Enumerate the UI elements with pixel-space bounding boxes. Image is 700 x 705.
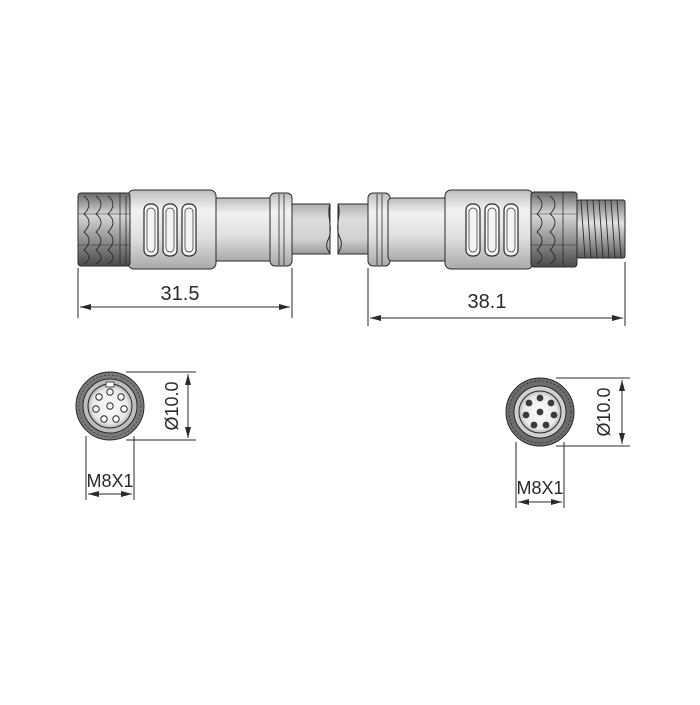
female-strain-relief — [211, 197, 275, 262]
male-grip-slot — [503, 203, 519, 257]
male-pin — [547, 399, 555, 407]
male-front-view: Ø10.0 M8X1 — [505, 377, 630, 508]
female-front-view: Ø10.0 M8X1 — [75, 371, 196, 500]
female-thread-label: M8X1 — [86, 471, 133, 491]
male-pin — [550, 411, 558, 419]
male-hex-nut — [530, 191, 578, 268]
male-pin — [536, 408, 544, 416]
female-grip-slot — [181, 203, 197, 257]
female-collar — [269, 192, 293, 267]
female-pin-hole — [106, 402, 114, 410]
dimension-female-length: 31.5 — [77, 268, 293, 318]
female-pin-hole — [106, 388, 114, 396]
male-cable-break — [337, 203, 342, 255]
female-pin-hole — [117, 393, 125, 401]
female-cable — [291, 203, 331, 255]
female-connector-side — [77, 189, 331, 270]
male-pin — [530, 421, 538, 429]
male-strain-relief — [387, 197, 451, 262]
male-diameter-label: Ø10.0 — [594, 387, 614, 436]
female-grip-slot — [162, 203, 178, 257]
dimension-label-38-1: 38.1 — [468, 291, 507, 313]
dimension-male-length: 38.1 — [367, 262, 626, 326]
female-pin-hole — [95, 393, 103, 401]
female-pin-hole — [112, 415, 120, 423]
male-pin — [536, 394, 544, 402]
male-thread-label: M8X1 — [516, 478, 563, 498]
male-pin — [525, 399, 533, 407]
male-grip-slot — [465, 203, 481, 257]
female-pin-hole — [120, 405, 128, 413]
female-grip-slot — [143, 203, 159, 257]
female-cable-break — [326, 203, 331, 255]
male-pin — [542, 421, 550, 429]
female-pin-hole — [100, 415, 108, 423]
female-coupling-nut — [77, 192, 131, 267]
male-connector-side — [337, 189, 626, 270]
male-collar — [367, 192, 391, 267]
male-grip-slot — [484, 203, 500, 257]
male-cable — [337, 203, 373, 255]
dimension-label-31-5: 31.5 — [161, 283, 200, 305]
female-pin-hole — [92, 405, 100, 413]
male-pin — [522, 411, 530, 419]
female-diameter-label: Ø10.0 — [162, 381, 182, 430]
